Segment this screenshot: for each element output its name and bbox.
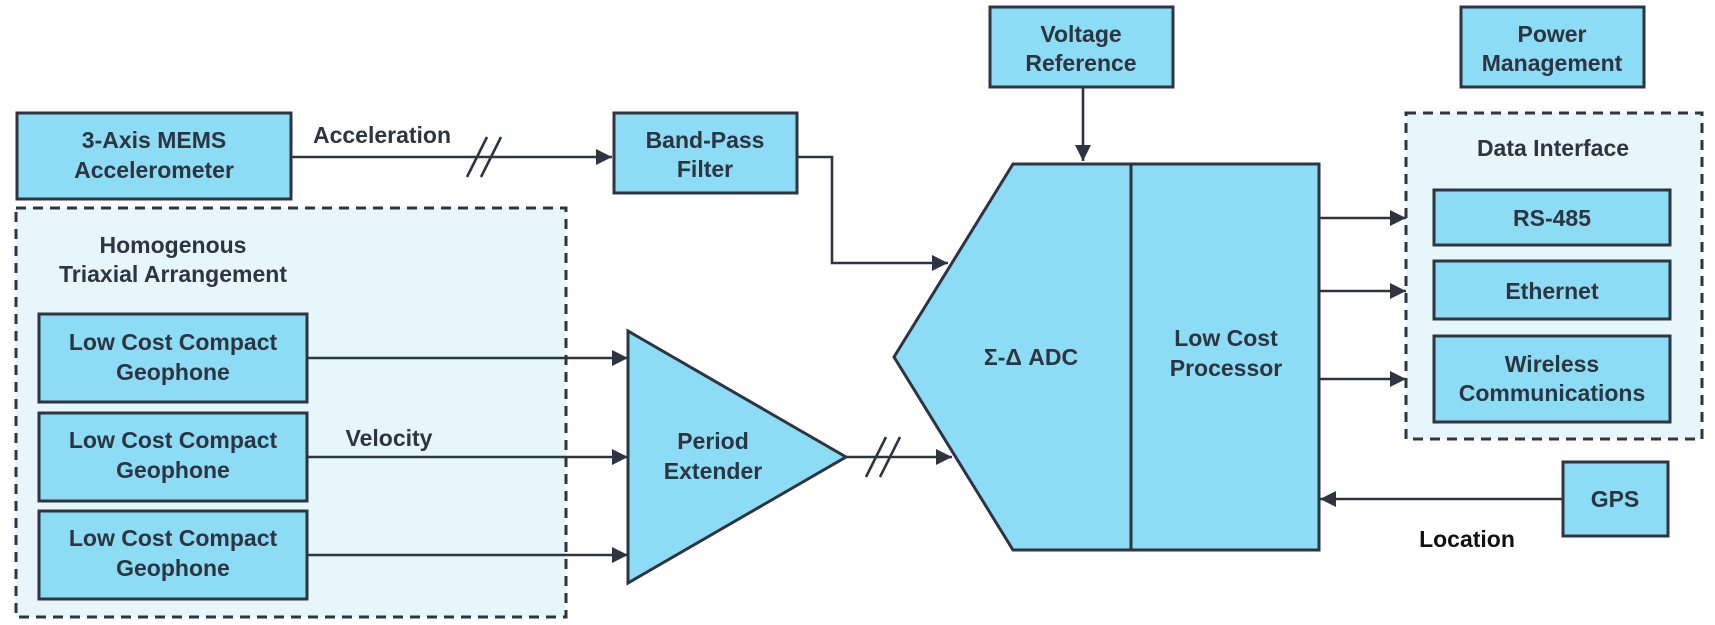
ethernet-block: Ethernet [1432, 259, 1672, 321]
svg-text:Low Cost: Low Cost [1174, 325, 1278, 351]
power-management-block: Power Management [1459, 5, 1646, 89]
velocity-label: Velocity [346, 425, 433, 451]
geophone-block-3: Low Cost Compact Geophone [37, 509, 309, 601]
svg-text:Ethernet: Ethernet [1505, 278, 1599, 304]
svg-text:Voltage: Voltage [1040, 21, 1121, 47]
gps-block: GPS [1561, 460, 1670, 538]
svg-text:Wireless: Wireless [1505, 351, 1599, 377]
mems-accelerometer-block: 3-Axis MEMS Accelerometer [15, 111, 293, 201]
svg-text:Low Cost Compact: Low Cost Compact [69, 329, 278, 355]
svg-text:Geophone: Geophone [116, 555, 230, 581]
extender-bus-slash-icon [864, 436, 902, 478]
svg-text:Filter: Filter [677, 156, 733, 182]
wireless-block: Wireless Communications [1432, 334, 1672, 424]
svg-text:Reference: Reference [1025, 50, 1136, 76]
acceleration-bus-slash-icon [465, 136, 503, 178]
svg-text:GPS: GPS [1591, 486, 1640, 512]
svg-text:Geophone: Geophone [116, 457, 230, 483]
data-interface-title: Data Interface [1477, 135, 1629, 161]
processor-block: Low Cost Processor [1129, 162, 1321, 552]
svg-text:Low Cost Compact: Low Cost Compact [69, 525, 278, 551]
adc-block: Σ-Δ ADC [892, 162, 1133, 552]
svg-text:Low Cost Compact: Low Cost Compact [69, 427, 278, 453]
geophone-group-title-line1: Homogenous [100, 232, 247, 258]
geophone-group-title-line2: Triaxial Arrangement [59, 261, 287, 287]
svg-text:Processor: Processor [1170, 355, 1283, 381]
bandpass-filter-block: Band-Pass Filter [612, 111, 799, 195]
svg-text:3-Axis MEMS: 3-Axis MEMS [82, 127, 226, 153]
svg-text:Extender: Extender [664, 458, 762, 484]
bandpass-to-adc-wire [797, 155, 948, 271]
geophone-block-1: Low Cost Compact Geophone [37, 312, 309, 404]
location-label: Location [1419, 526, 1515, 552]
svg-text:Power: Power [1517, 21, 1586, 47]
svg-text:Geophone: Geophone [116, 359, 230, 385]
svg-text:Management: Management [1482, 50, 1623, 76]
voltage-reference-block: Voltage Reference [988, 5, 1175, 89]
svg-text:RS-485: RS-485 [1513, 205, 1591, 231]
period-extender-block: Period Extender [626, 328, 849, 586]
svg-text:Band-Pass: Band-Pass [646, 127, 765, 153]
geophone-block-2: Low Cost Compact Geophone [37, 411, 309, 503]
signal-wires [291, 87, 1563, 563]
svg-text:Accelerometer: Accelerometer [74, 157, 234, 183]
svg-text:Communications: Communications [1459, 380, 1646, 406]
svg-text:Σ-Δ ADC: Σ-Δ ADC [984, 344, 1078, 370]
rs485-block: RS-485 [1432, 188, 1672, 247]
svg-text:Period: Period [677, 428, 749, 454]
acceleration-label: Acceleration [313, 122, 451, 148]
